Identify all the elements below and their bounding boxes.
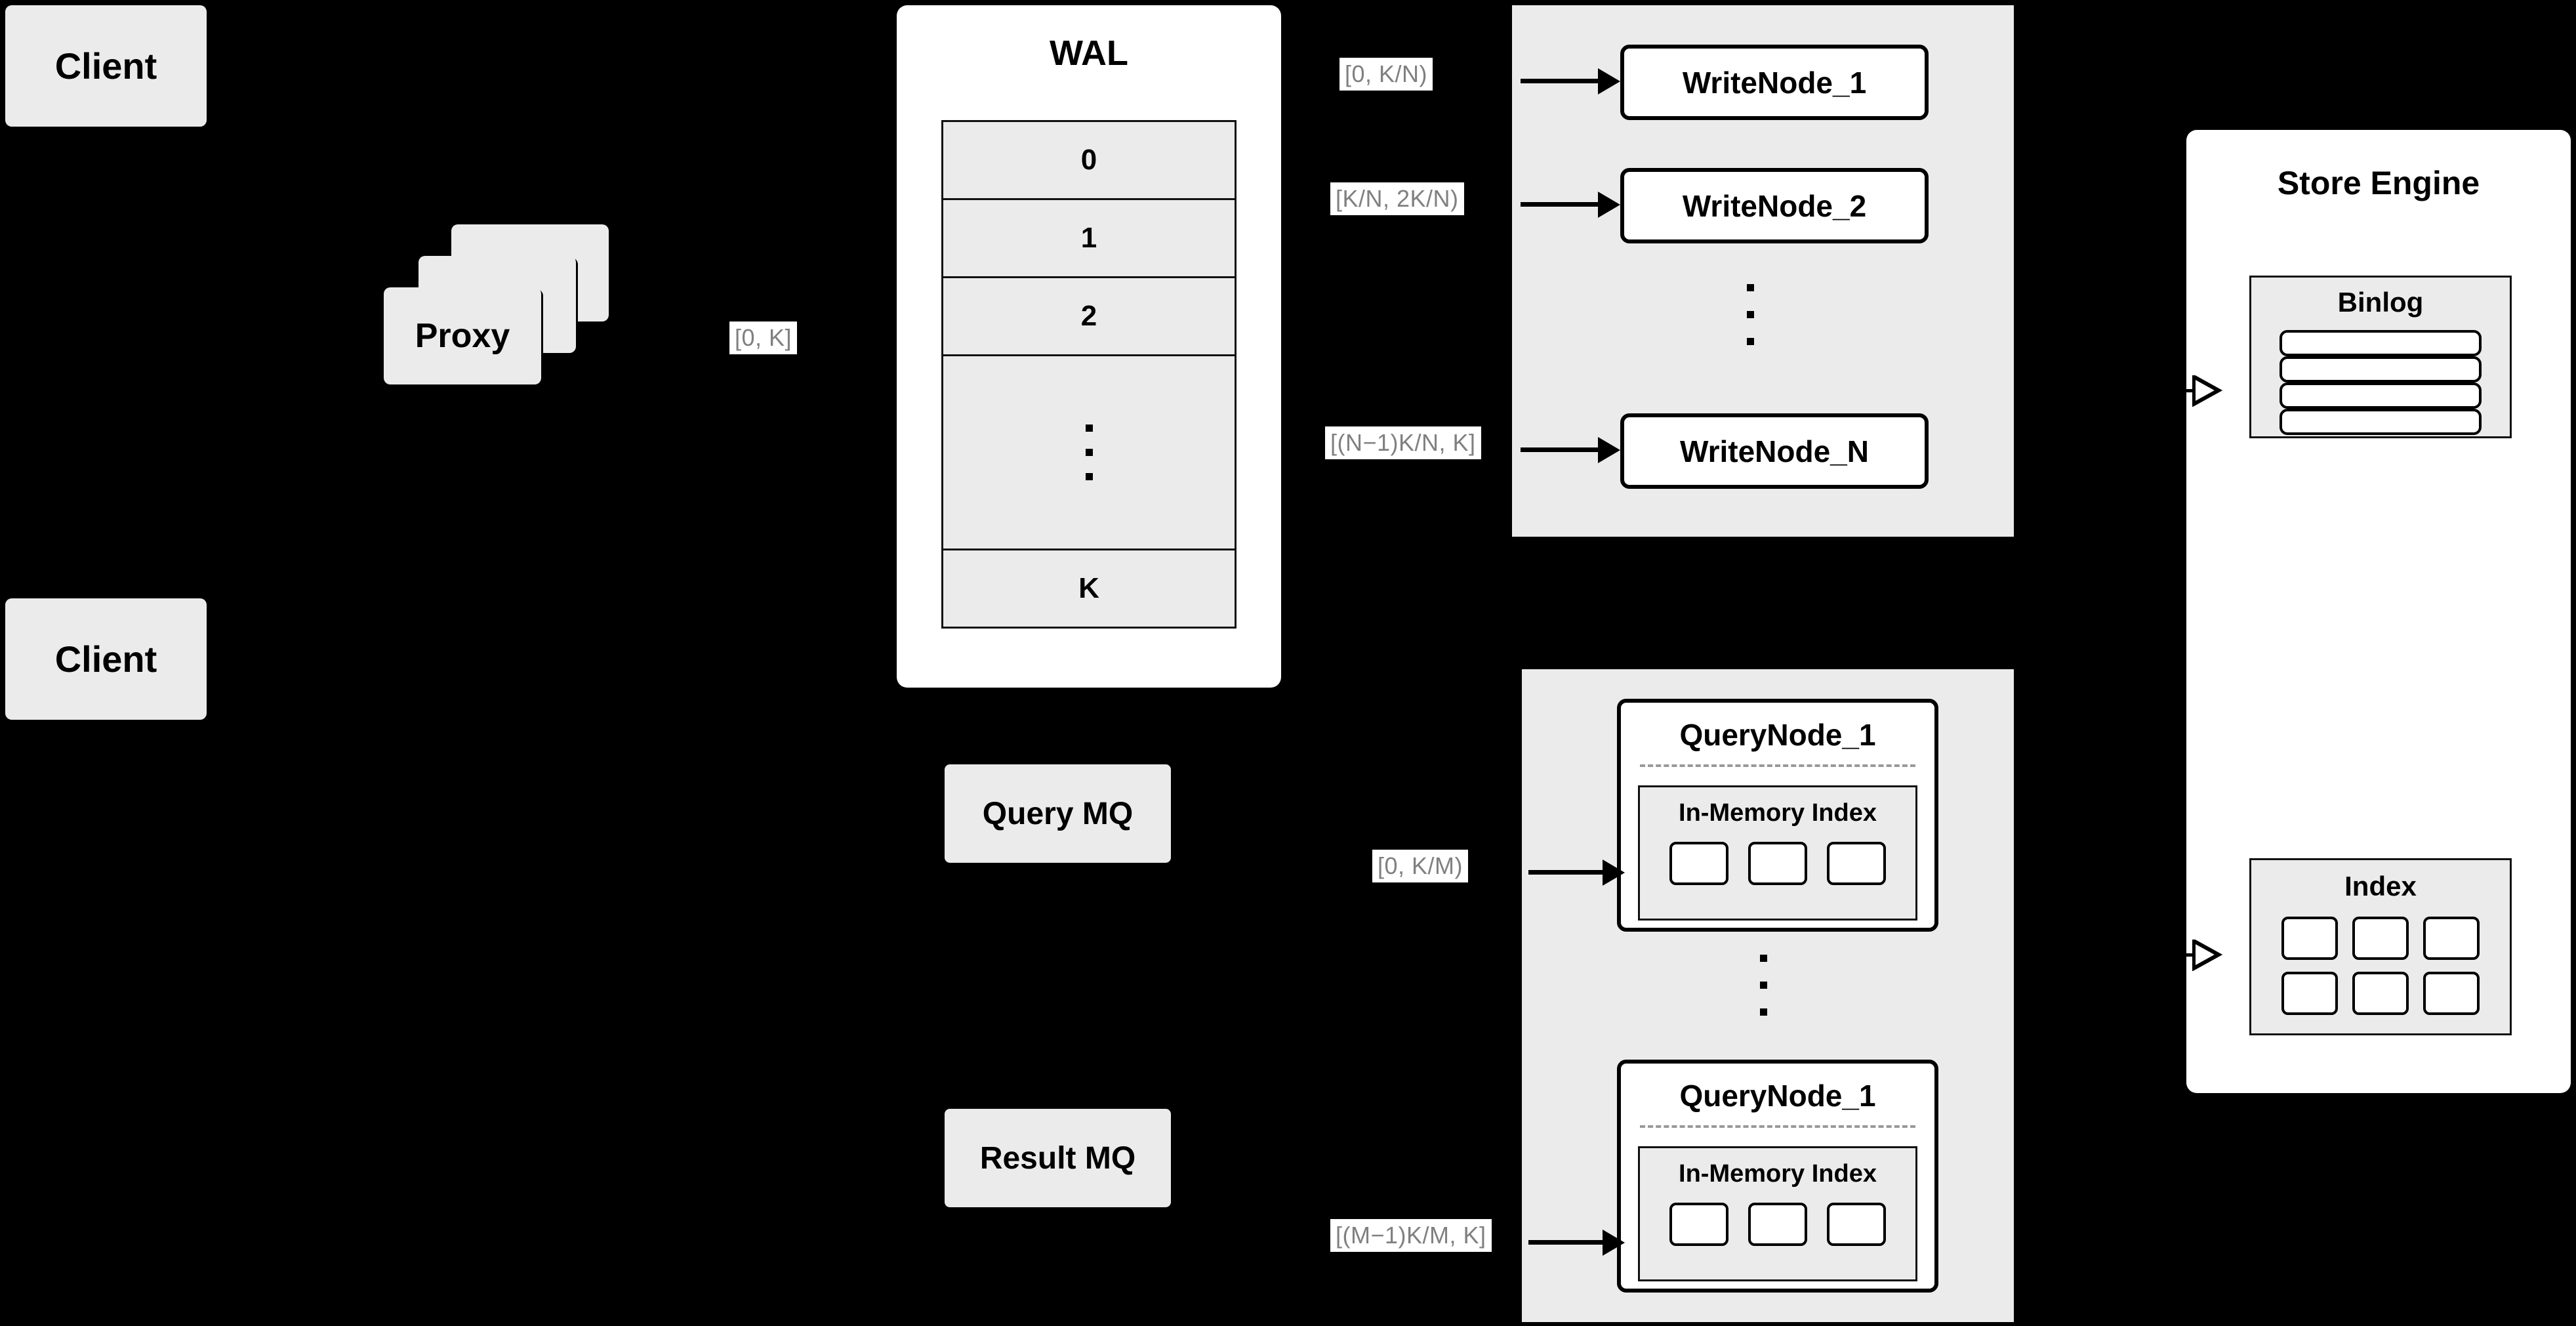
wal-entry-2: 2 [943,278,1235,356]
index-cell [2281,917,2338,960]
index-cell [1669,1203,1728,1246]
query-mq-label: Query MQ [982,796,1134,831]
index-cell [1827,842,1886,885]
binlog-panel: Binlog [2249,276,2512,438]
result-mq-label: Result MQ [979,1140,1136,1176]
write-node-2-label: WriteNode_2 [1682,188,1867,223]
index-cell [1748,842,1807,885]
write-interval-label-1: [0, K/N) [1339,58,1433,91]
write-interval-label-n: [(N−1)K/N, K] [1325,426,1481,459]
arrow-head-write-1 [1598,68,1620,94]
ellipsis-dot [1760,982,1767,989]
binlog-row [2280,330,2482,356]
arrow-head-binlog-icon [2192,373,2224,410]
ellipsis-dot [1085,425,1093,432]
arrow-head-query-1 [1603,860,1625,886]
interval-text: [K/N, 2K/N) [1336,185,1459,212]
in-memory-index-title: In-Memory Index [1679,1160,1877,1188]
index-cell [2423,972,2480,1015]
client-box-1: Client [5,5,207,127]
query-node-1: QueryNode_1 In-Memory Index [1617,699,1938,932]
index-cell [2423,917,2480,960]
ellipsis-dot [1085,449,1093,456]
query-node-2: QueryNode_1 In-Memory Index [1617,1060,1938,1293]
query-interval-label-1: [0, K/M) [1372,850,1469,882]
binlog-rows [2251,330,2510,435]
query-node-1-title: QueryNode_1 [1679,718,1876,752]
proxy-wal-interval-label: [0, K] [729,321,798,354]
arrow-head-query-2 [1603,1230,1625,1256]
interval-text: [0, K/N) [1345,60,1428,87]
arrow-head-write-n [1598,437,1620,463]
ellipsis-dot [1747,311,1754,318]
proxy-card-front: Proxy [384,287,541,384]
interval-text: [(N−1)K/N, K] [1330,429,1476,456]
query-node-2-title: QueryNode_1 [1679,1079,1876,1113]
in-memory-index-cells [1640,1203,1915,1246]
ellipsis-dot [1747,284,1754,291]
wal-entry-0: 0 [943,122,1235,200]
arrow-head-index-icon [2192,937,2224,974]
arrow-line-write-1 [1521,79,1599,83]
client-label-1: Client [54,45,157,87]
binlog-row [2280,356,2482,383]
ellipsis-dot [1747,338,1754,345]
query-cluster-ellipsis [1760,955,1767,1016]
query-cluster-panel: QueryNode_1 In-Memory Index QueryNode_1 [1522,669,2014,1322]
write-node-n: WriteNode_N [1620,413,1929,489]
index-cell [1669,842,1728,885]
index-title: Index [2344,871,2417,901]
result-mq-box: Result MQ [945,1109,1171,1207]
write-cluster-panel: WriteNode_1 WriteNode_2 WriteNode_N [1512,5,2014,537]
index-cell [2352,917,2409,960]
in-memory-index-cells [1640,842,1915,885]
arrow-line-query-2 [1528,1240,1604,1245]
query-interval-label-2: [(M−1)K/M, K] [1330,1219,1492,1252]
write-cluster-ellipsis [1747,284,1754,345]
arrow-head-write-2 [1598,192,1620,218]
binlog-title: Binlog [2337,287,2424,318]
arrow-line-write-2 [1521,202,1599,207]
index-cell [1827,1203,1886,1246]
wal-title: WAL [1050,33,1128,73]
in-memory-index-title: In-Memory Index [1679,799,1877,827]
write-node-2: WriteNode_2 [1620,168,1929,243]
index-cell [2352,972,2409,1015]
query-node-1-inmemory-index: In-Memory Index [1638,785,1917,921]
store-engine-panel: Store Engine Binlog Index [2186,130,2571,1093]
write-node-1-label: WriteNode_1 [1682,65,1867,100]
write-interval-label-2: [K/N, 2K/N) [1330,182,1464,215]
binlog-row [2280,409,2482,435]
query-node-1-divider [1639,764,1916,767]
index-cells [2251,917,2510,1015]
store-engine-title: Store Engine [2277,165,2480,201]
ellipsis-dot [1760,955,1767,962]
proxy-label: Proxy [415,317,510,355]
wal-panel: WAL 0 1 2 K [897,5,1281,688]
query-node-2-divider [1639,1125,1916,1128]
index-panel: Index [2249,858,2512,1035]
ellipsis-dot [1760,1008,1767,1016]
wal-entry-1: 1 [943,200,1235,278]
write-node-n-label: WriteNode_N [1680,434,1869,468]
client-label-2: Client [54,638,157,680]
query-mq-box: Query MQ [945,764,1171,863]
client-box-2: Client [5,598,207,720]
interval-text: [(M−1)K/M, K] [1336,1222,1486,1249]
arrow-line-query-1 [1528,870,1604,875]
binlog-row [2280,383,2482,409]
index-cell [1748,1203,1807,1246]
arrow-line-index [2148,953,2194,957]
index-cell [2281,972,2338,1015]
ellipsis-dot [1085,473,1093,480]
wal-ellipsis [943,356,1235,550]
write-node-1: WriteNode_1 [1620,45,1929,120]
wal-entry-last: K [943,550,1235,627]
query-node-2-inmemory-index: In-Memory Index [1638,1146,1917,1281]
wal-table: 0 1 2 K [941,120,1237,629]
arrow-line-write-n [1521,447,1599,452]
interval-text: [0, K/M) [1378,852,1463,879]
arrow-line-binlog [2148,389,2194,392]
interval-text: [0, K] [735,324,792,351]
